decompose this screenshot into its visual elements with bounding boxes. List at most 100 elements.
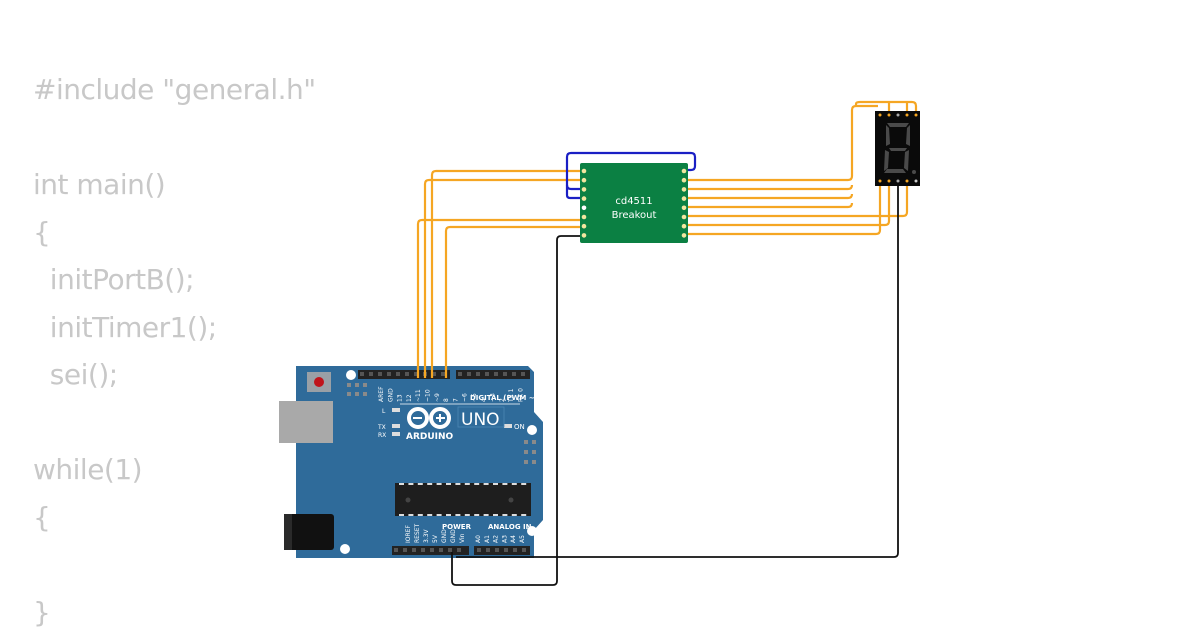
model-label: UNO xyxy=(461,410,500,430)
pin-label: A2 xyxy=(493,535,500,543)
led-tx xyxy=(392,424,400,428)
header-pin xyxy=(522,548,526,552)
breakout-pin-left[interactable] xyxy=(582,233,587,238)
analog-header-label: ANALOG IN xyxy=(488,523,532,531)
header-pin xyxy=(369,372,373,376)
breakout-pin-left[interactable] xyxy=(582,178,587,183)
wire-seg-d[interactable] xyxy=(684,203,852,207)
chip-pin xyxy=(437,514,442,516)
header-pin xyxy=(387,372,391,376)
pin-label: ~10 xyxy=(425,389,432,402)
wire-pin9[interactable] xyxy=(432,171,584,378)
header-pin xyxy=(421,548,425,552)
usb-port xyxy=(279,401,333,443)
led-on-label: ON xyxy=(514,423,525,431)
breakout-pin-right[interactable] xyxy=(682,215,687,220)
chip-pin xyxy=(418,514,423,516)
wire-pin8[interactable] xyxy=(446,227,584,378)
chip-pin xyxy=(399,514,404,516)
breakout-pin-right[interactable] xyxy=(682,224,687,229)
chip-pin xyxy=(521,483,526,485)
pin-label: 8 xyxy=(443,398,450,402)
breakout-pin-right[interactable] xyxy=(682,187,687,192)
chip-dot xyxy=(406,498,411,503)
wire-seg-b[interactable] xyxy=(684,185,852,189)
led-l xyxy=(392,408,400,412)
header-pin xyxy=(467,372,471,376)
led-rx xyxy=(392,432,400,436)
chip-pin xyxy=(455,483,460,485)
breakout-pin-right[interactable] xyxy=(682,196,687,201)
pin-label: 7 xyxy=(452,398,459,402)
segment-d xyxy=(884,169,906,173)
breakout-pin-left[interactable] xyxy=(582,169,587,174)
breakout-pin-left[interactable] xyxy=(582,206,587,211)
header-pin xyxy=(458,372,462,376)
pin-label: 5V xyxy=(432,534,439,543)
breakout-pin-right[interactable] xyxy=(682,233,687,238)
chip-pin xyxy=(474,483,479,485)
pin-label: GND xyxy=(387,388,394,402)
header-pin xyxy=(457,548,461,552)
chip-pin xyxy=(427,483,432,485)
segment-a xyxy=(887,123,909,127)
wire-pin11[interactable] xyxy=(418,220,584,378)
wire-seg-c[interactable] xyxy=(684,194,852,198)
logo-text: ARDUINO xyxy=(406,432,454,442)
led-rx-label: RX xyxy=(378,432,386,439)
breakout-pin-left[interactable] xyxy=(582,215,587,220)
breakout-pin-left[interactable] xyxy=(582,224,587,229)
chip-pin xyxy=(521,514,526,516)
led-on xyxy=(504,424,512,428)
pin-label: 13 xyxy=(397,394,404,402)
header-pin xyxy=(521,372,525,376)
mount-hole xyxy=(340,544,350,554)
header-pin xyxy=(394,548,398,552)
chip-pin xyxy=(446,514,451,516)
chip-pin xyxy=(418,483,423,485)
chip-pin xyxy=(399,483,404,485)
wire-pin10[interactable] xyxy=(425,180,584,378)
pin-label: ~6 xyxy=(462,393,469,402)
chip-pin xyxy=(408,483,413,485)
header-pin xyxy=(441,372,445,376)
header-pin xyxy=(403,548,407,552)
mount-hole xyxy=(527,425,537,435)
led-tx-label: TX xyxy=(377,424,386,431)
header-pin xyxy=(494,372,498,376)
pin-label: A3 xyxy=(501,535,508,543)
wire-seg-top-2[interactable] xyxy=(889,102,907,112)
breakout-pin-left[interactable] xyxy=(582,196,587,201)
mount-hole xyxy=(346,370,356,380)
segment-dp xyxy=(912,170,916,174)
breakout-pin-right[interactable] xyxy=(682,178,687,183)
header-pin xyxy=(477,548,481,552)
chip-pin xyxy=(484,483,489,485)
breakout-pin-right[interactable] xyxy=(682,206,687,211)
pin-label: A1 xyxy=(484,535,491,543)
breakout-name: cd4511 xyxy=(615,196,652,207)
digital-header-label: DIGITAL (PWM ~) xyxy=(470,394,538,402)
chip-pin xyxy=(484,514,489,516)
breakout-pin-left[interactable] xyxy=(582,187,587,192)
analog-header xyxy=(474,546,530,555)
header-pin xyxy=(360,372,364,376)
chip-pin xyxy=(502,483,507,485)
header-pin xyxy=(430,548,434,552)
breakout-pin-right[interactable] xyxy=(682,169,687,174)
pin-label: ~11 xyxy=(415,389,422,402)
header-pin xyxy=(503,372,507,376)
header-pin xyxy=(495,548,499,552)
seven-segment-display[interactable] xyxy=(875,111,920,186)
header-pin xyxy=(485,372,489,376)
chip-pin xyxy=(465,514,470,516)
chip-pin xyxy=(455,514,460,516)
chip-pin xyxy=(512,514,517,516)
pin-label: 12 xyxy=(406,394,413,402)
chip-pin xyxy=(408,514,413,516)
chip-pin xyxy=(493,483,498,485)
cd4511-breakout[interactable]: cd4511 Breakout xyxy=(580,163,688,243)
wire-seg-a[interactable] xyxy=(684,106,878,180)
